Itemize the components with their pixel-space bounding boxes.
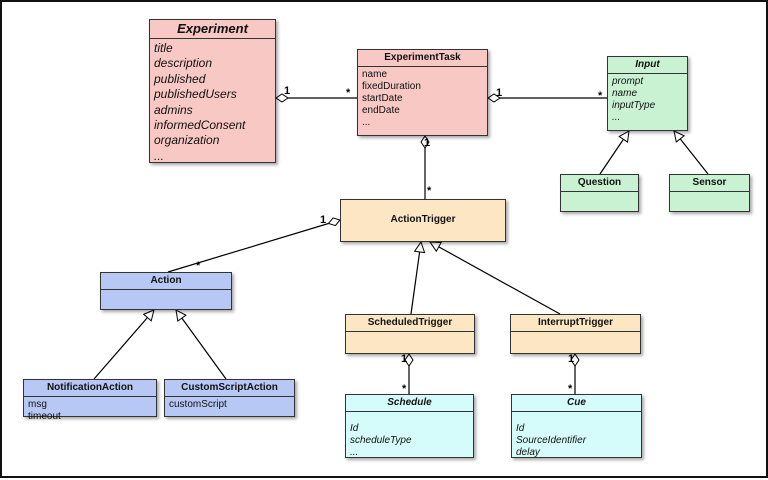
multiplicity-scheduled-many: *	[402, 383, 407, 395]
link-scheduled-trigger	[410, 242, 421, 315]
attribute: publishedUsers	[154, 87, 237, 102]
class-input-title: Input	[608, 57, 687, 74]
attribute: ...	[612, 112, 621, 123]
class-custom-script-action: CustomScriptAction customScript	[164, 379, 295, 417]
class-experiment-task-attributes: name fixedDuration startDate endDate ...	[358, 67, 487, 131]
attribute: admins	[154, 102, 193, 117]
class-notification-action-title: NotificationAction	[24, 380, 156, 397]
attribute: prompt	[612, 76, 644, 87]
attribute: ...	[362, 117, 371, 128]
link-trigger-action	[167, 217, 341, 273]
attribute: fixedDuration	[362, 81, 421, 92]
multiplicity-scheduled-one: 1	[401, 353, 408, 365]
attribute: organization	[154, 133, 220, 148]
class-question: Question	[560, 174, 639, 212]
attribute: timeout	[28, 411, 61, 422]
link-notification-action	[93, 310, 154, 380]
multiplicity-experiment-task-many: *	[346, 87, 351, 99]
class-cue-attributes: Id SourceIdentifier delay	[512, 412, 641, 461]
class-notification-action: NotificationAction msg timeout	[23, 379, 157, 422]
multiplicity-task-trigger-many: *	[427, 185, 432, 197]
attribute: name	[362, 69, 388, 80]
class-scheduled-trigger-title: ScheduledTrigger	[346, 315, 474, 332]
class-experiment-task-title: ExperimentTask	[358, 50, 487, 67]
class-cue: Cue Id SourceIdentifier delay	[511, 394, 642, 458]
class-action-title: Action	[101, 273, 231, 290]
class-experiment-attributes: title description published publishedUse…	[150, 39, 275, 166]
class-question-title: Question	[561, 175, 638, 192]
attribute: ...	[350, 447, 359, 458]
multiplicity-interrupt-one: 1	[568, 353, 575, 365]
attribute: delay	[516, 447, 540, 458]
class-scheduled-trigger: ScheduledTrigger	[345, 314, 475, 354]
class-schedule: Schedule Id scheduleType ...	[345, 394, 474, 458]
link-customscript-action	[176, 310, 227, 380]
class-custom-script-action-attributes: customScript	[165, 397, 294, 413]
class-experiment: Experiment title description published p…	[149, 19, 276, 163]
multiplicity-task-trigger-one: 1	[424, 137, 431, 149]
class-input-attributes: prompt name inputType ...	[608, 74, 687, 126]
attribute: scheduleType	[350, 435, 412, 446]
class-experiment-task: ExperimentTask name fixedDuration startD…	[357, 49, 488, 136]
class-interrupt-trigger-title: InterruptTrigger	[511, 315, 640, 332]
class-schedule-title: Schedule	[346, 395, 473, 412]
multiplicity-task-input-one: 1	[496, 87, 503, 99]
attribute: customScript	[169, 399, 227, 410]
class-sensor: Sensor	[669, 174, 750, 212]
class-action-trigger-title: ActionTrigger	[390, 214, 456, 225]
class-notification-action-attributes: msg timeout	[24, 397, 156, 425]
multiplicity-task-input-many: *	[598, 90, 603, 102]
link-interrupt-trigger	[430, 242, 561, 315]
attribute: description	[154, 56, 213, 71]
class-action-trigger: ActionTrigger	[340, 199, 506, 242]
attribute: endDate	[362, 105, 400, 116]
attribute: published	[154, 71, 206, 86]
class-experiment-title: Experiment	[150, 20, 275, 39]
class-action: Action	[100, 272, 232, 310]
attribute: name	[612, 88, 638, 99]
class-custom-script-action-title: CustomScriptAction	[165, 380, 294, 397]
multiplicity-experiment-task-one: 1	[284, 85, 291, 97]
multiplicity-trigger-action-many: *	[196, 260, 201, 272]
attribute: msg	[28, 399, 47, 410]
class-input: Input prompt name inputType ...	[607, 56, 688, 131]
multiplicity-interrupt-many: *	[568, 383, 573, 395]
attribute: startDate	[362, 93, 403, 104]
attribute: inputType	[612, 100, 656, 111]
link-sensor-input	[674, 131, 709, 175]
attribute: informedConsent	[154, 118, 246, 133]
link-question-input	[599, 131, 629, 175]
attribute: SourceIdentifier	[516, 435, 587, 446]
class-sensor-title: Sensor	[670, 175, 749, 192]
attribute: ...	[154, 148, 165, 163]
attribute: Id	[516, 423, 525, 434]
attribute: title	[154, 41, 173, 55]
multiplicity-trigger-action-one: 1	[320, 214, 327, 226]
class-schedule-attributes: Id scheduleType ...	[346, 412, 473, 461]
class-interrupt-trigger: InterruptTrigger	[510, 314, 641, 354]
class-cue-title: Cue	[512, 395, 641, 412]
attribute: Id	[350, 423, 359, 434]
